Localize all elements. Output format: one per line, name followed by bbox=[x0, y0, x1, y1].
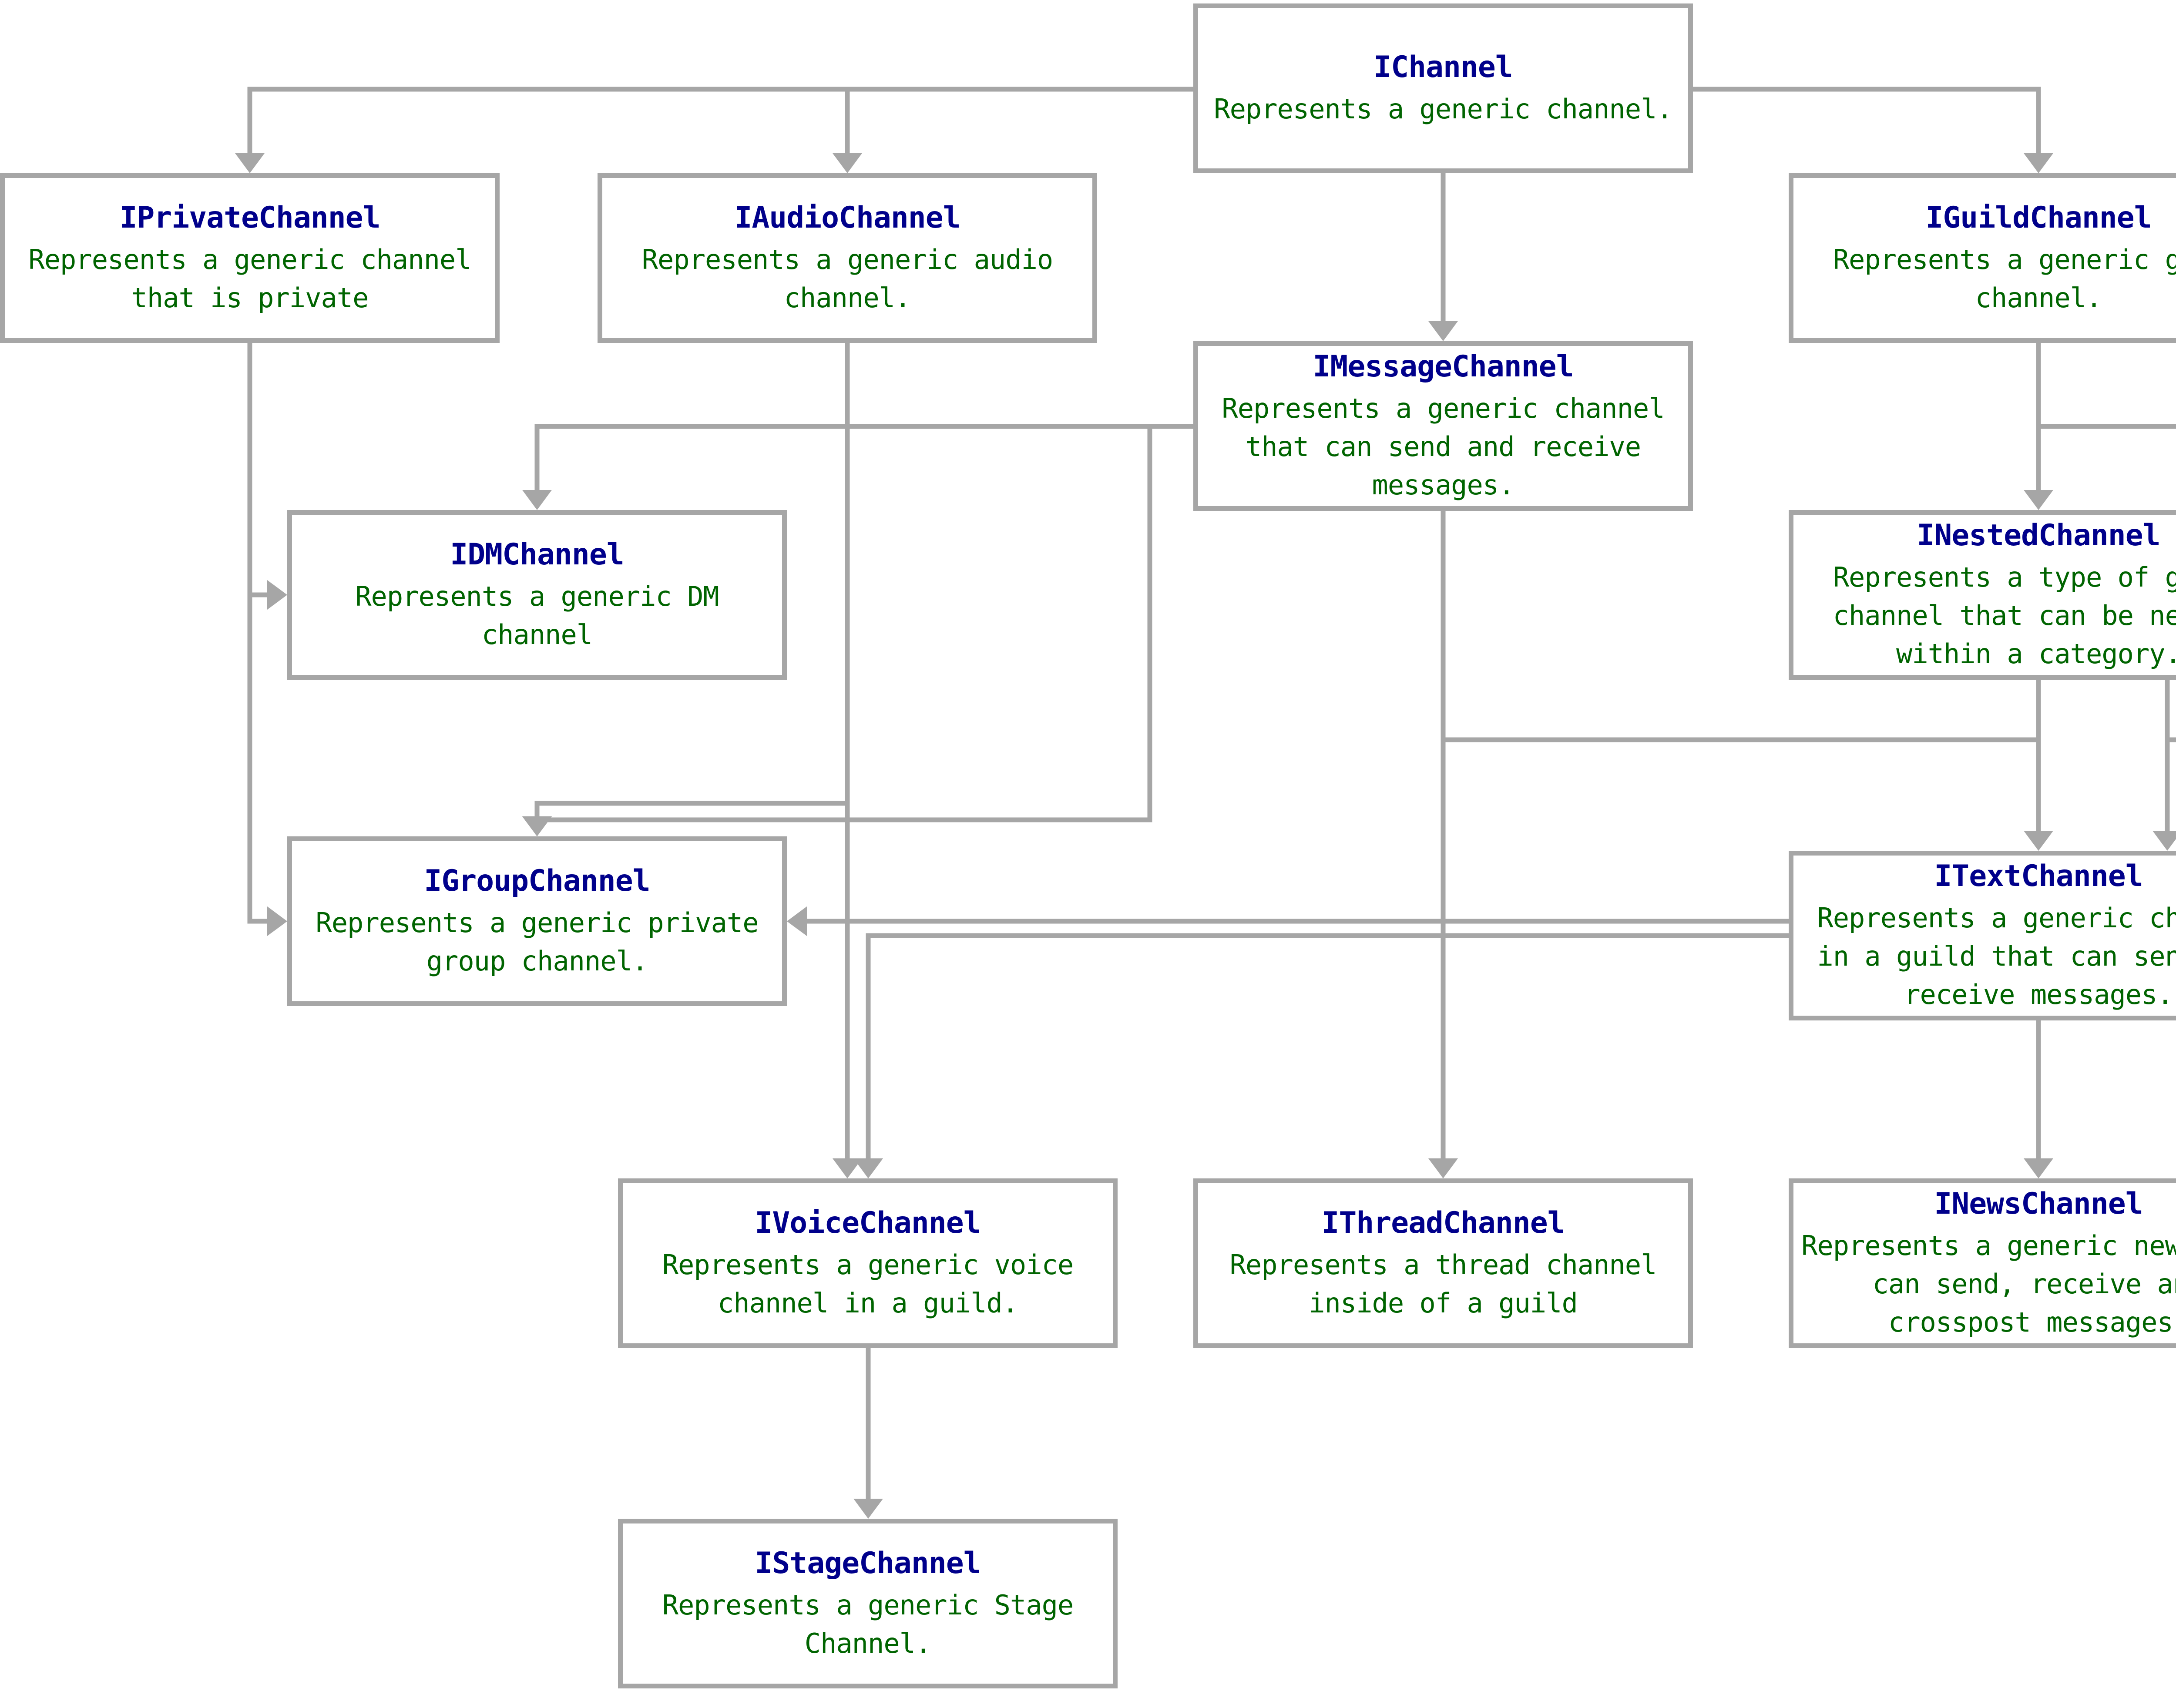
edge-itextchannel-to-inewschannel-arrowhead bbox=[2024, 1158, 2053, 1178]
class-node-title: ITextChannel bbox=[1934, 859, 2143, 893]
edge-itextchannel-to-igroupchannel-arrowhead bbox=[787, 906, 807, 936]
class-node-title: IVoiceChannel bbox=[755, 1205, 981, 1240]
edge-itextchannel-to-ivoicechannel bbox=[866, 933, 1789, 1162]
edge-inestedchannel-to-iforumchannel bbox=[2165, 680, 2176, 742]
edge-imessagechannel-to-igroupchannel-arrowhead bbox=[522, 816, 552, 836]
class-node-description: Represents a generic DM channel bbox=[355, 581, 719, 651]
class-node-description: Represents a generic channel in a guild … bbox=[1817, 902, 2176, 1011]
class-node-title: INewsChannel bbox=[1934, 1186, 2143, 1221]
edge-iprivatechannel-to-igroupchannel bbox=[247, 343, 271, 924]
class-node-description: Represents a generic news that can send,… bbox=[1801, 1230, 2176, 1339]
class-node-description: Represents a type of guild channel that … bbox=[1833, 561, 2176, 670]
edge-iprivatechannel-to-idmchannel bbox=[247, 343, 271, 597]
edge-iintegrationchannel-to-itextchannel-arrowhead bbox=[2152, 831, 2176, 851]
class-node-title: IPrivateChannel bbox=[119, 200, 380, 235]
class-node-description: Represents a generic voice channel in a … bbox=[662, 1249, 1074, 1319]
edge-iaudiochannel-to-igroupchannel-arrowhead bbox=[522, 816, 552, 836]
class-node-description: Represents a generic channel. bbox=[1214, 93, 1672, 125]
class-node-title: INestedChannel bbox=[1917, 518, 2160, 553]
edge-ichannel-to-iguildchannel-arrowhead bbox=[2024, 153, 2053, 173]
class-node-title: IGroupChannel bbox=[424, 863, 650, 898]
edge-itextchannel-to-ivoicechannel-arrowhead bbox=[853, 1158, 883, 1178]
class-node-description: Represents a generic channel that is pri… bbox=[28, 244, 471, 314]
edge-iprivatechannel-to-idmchannel-arrowhead bbox=[267, 580, 287, 610]
class-node-title: IDMChannel bbox=[450, 537, 624, 572]
edge-ichannel-to-iprivatechannel-arrowhead bbox=[235, 153, 265, 173]
class-node-description: Represents a generic Stage Channel. bbox=[662, 1589, 1074, 1660]
edge-ichannel-to-iaudiochannel-arrowhead bbox=[833, 153, 862, 173]
class-node-description: Represents a generic audio channel. bbox=[641, 244, 1054, 314]
edge-iguildchannel-to-inestedchannel-arrowhead bbox=[2024, 490, 2053, 510]
class-node-title: IStageChannel bbox=[755, 1546, 981, 1580]
class-node-description: Represents a thread channel inside of a … bbox=[1229, 1249, 1657, 1319]
edge-iaudiochannel-to-ivoicechannel-arrowhead bbox=[833, 1158, 862, 1178]
class-node-title: IChannel bbox=[1373, 50, 1513, 84]
edge-iguildchannel-to-iintegrationchannel bbox=[2038, 424, 2176, 429]
edge-imessagechannel-to-idmchannel bbox=[534, 424, 1193, 493]
edge-imessagechannel-to-ithreadchannel-arrowhead bbox=[1428, 1158, 1458, 1178]
class-node-description: Represents a generic channel that can se… bbox=[1222, 393, 1665, 501]
class-node-title: IAudioChannel bbox=[734, 200, 960, 235]
edge-imessagechannel-to-idmchannel-arrowhead bbox=[522, 490, 552, 510]
edge-ivoicechannel-to-istagechannel-arrowhead bbox=[853, 1499, 883, 1519]
class-node-description: Represents a generic private group chann… bbox=[316, 907, 759, 977]
edge-inestedchannel-to-itextchannel-arrowhead bbox=[2024, 831, 2053, 851]
class-node-title: IMessageChannel bbox=[1313, 349, 1574, 384]
edge-iprivatechannel-to-igroupchannel-arrowhead bbox=[267, 906, 287, 936]
class-node-description: Represents a generic guild channel. bbox=[1833, 244, 2176, 314]
edge-imessagechannel-to-itextchannel-arrowhead bbox=[2024, 831, 2053, 851]
class-node-title: IThreadChannel bbox=[1321, 1205, 1565, 1240]
edge-iintegrationchannel-to-itextchannel bbox=[2165, 737, 2176, 834]
class-node-title: IGuildChannel bbox=[1925, 200, 2152, 235]
edge-ichannel-to-imessagechannel-arrowhead bbox=[1428, 321, 1458, 341]
